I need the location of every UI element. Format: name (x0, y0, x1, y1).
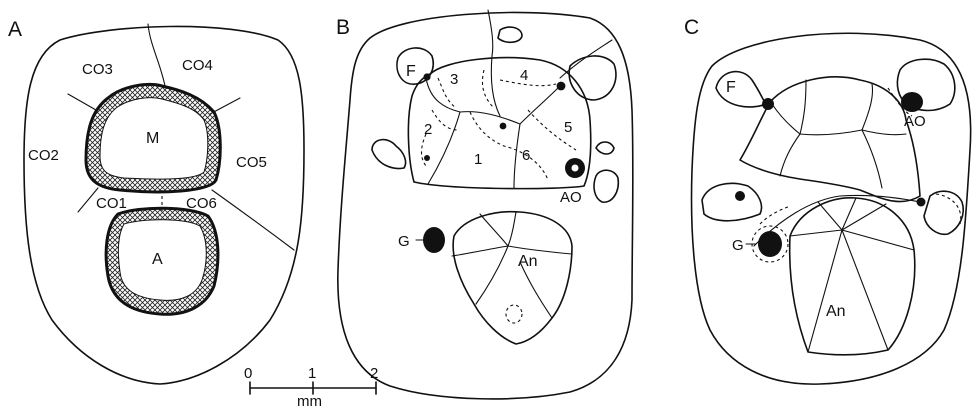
panel-b-pore-4 (557, 82, 566, 91)
panel-b-dash-5 (470, 112, 548, 180)
panel-c-letter: C (684, 16, 699, 39)
panel-c-suture-1 (800, 80, 806, 134)
panel-b-anal-suture-4 (452, 246, 508, 256)
panel-b-ao-pore-center (571, 164, 579, 172)
panel-a-letter: A (8, 18, 22, 41)
panel-c-anal-rays (790, 198, 914, 352)
label-b-5: 5 (564, 119, 572, 136)
label-co1: CO1 (96, 195, 127, 212)
panel-b-anal-suture-2 (508, 212, 516, 246)
panel-b-suture-5 (491, 56, 500, 116)
label-b-1: 1 (474, 151, 482, 168)
panel-b-right-lobe-1 (596, 142, 614, 154)
label-b-an: An (518, 253, 538, 270)
label-a: A (152, 251, 163, 268)
panel-c-pore-left (735, 191, 745, 201)
label-b-2: 2 (424, 121, 432, 138)
label-co5: CO5 (236, 154, 267, 171)
panel-c-g-pore (758, 231, 782, 257)
panel-b-suture-6 (514, 124, 520, 188)
panel-c-anal-plate (790, 198, 915, 355)
panel-c-oral-field (740, 77, 920, 202)
panel-b-suture-4 (460, 112, 520, 124)
panel-b-anal-suture-1 (480, 214, 508, 246)
label-b-g: G (398, 233, 410, 250)
panel-a-suture-lowright (212, 190, 294, 250)
panel-b-anal-pore-dashed (506, 305, 522, 323)
label-c-an: An (826, 303, 846, 320)
panel-b: B (336, 10, 633, 399)
panel-c-suture-2 (800, 130, 862, 135)
panel-b-letter: B (336, 16, 350, 39)
panel-b-anal-suture-6 (520, 262, 552, 318)
scale-bar: 0 1 2 mm (244, 365, 378, 408)
panel-c-left-lobe (702, 183, 762, 220)
panel-c-right-lobe-dash (936, 194, 961, 224)
panel-c-suture-5 (780, 134, 800, 176)
label-co2: CO2 (28, 147, 59, 164)
panel-c-suture-3 (862, 84, 873, 130)
panel-b-pore-2 (424, 155, 430, 161)
panel-c: C (684, 16, 971, 384)
label-m: M (146, 130, 159, 147)
label-c-ao: AO (904, 113, 926, 130)
scale-bar-unit: mm (297, 393, 322, 408)
panel-b-left-lobe (372, 140, 406, 169)
panel-c-g-dash (760, 206, 790, 224)
panel-b-pit-top (498, 27, 522, 42)
panel-b-pore-center (500, 123, 507, 130)
panel-c-suture-7 (772, 104, 800, 134)
panel-b-suture-7 (520, 86, 560, 124)
panel-b-suture-top (488, 10, 493, 56)
panel-b-anal-suture-5 (476, 246, 508, 304)
panel-a-suture-lowleft (78, 188, 98, 212)
label-co3: CO3 (82, 61, 113, 78)
panel-b-pore-f (423, 73, 430, 80)
panel-b-ao-lobe (569, 56, 616, 100)
panel-c-suture-4 (862, 130, 882, 188)
panel-b-dash-4 (422, 134, 427, 166)
panel-c-suture-6 (862, 130, 906, 135)
panel-b-outline (338, 12, 633, 398)
panel-b-dash-7 (432, 110, 458, 130)
scale-bar-label-1: 1 (308, 365, 316, 382)
label-b-f: F (406, 63, 416, 80)
label-co6: CO6 (186, 195, 217, 212)
label-b-ao: AO (560, 189, 582, 206)
label-c-g: G (732, 237, 744, 254)
panel-a: A CO3 CO4 CO2 CO5 CO1 CO6 M A (8, 18, 304, 384)
panel-b-g-pore (423, 227, 445, 253)
panel-a-suture-left (68, 94, 96, 110)
panel-c-ao-pore (901, 92, 923, 112)
label-b-6: 6 (522, 147, 530, 164)
label-b-3: 3 (450, 71, 458, 88)
label-c-f: F (726, 79, 736, 96)
panel-b-suture-3 (428, 112, 460, 184)
panel-b-right-lobe-2 (594, 170, 618, 202)
scale-bar-label-0: 0 (244, 365, 252, 382)
label-b-4: 4 (520, 67, 528, 84)
panel-a-suture-top (148, 24, 165, 86)
label-co4: CO4 (182, 57, 213, 74)
panel-c-right-lobe (924, 191, 963, 234)
panel-c-pore-f (762, 98, 774, 110)
panel-c-f-lobe (716, 72, 766, 107)
scale-bar-label-2: 2 (370, 365, 378, 382)
